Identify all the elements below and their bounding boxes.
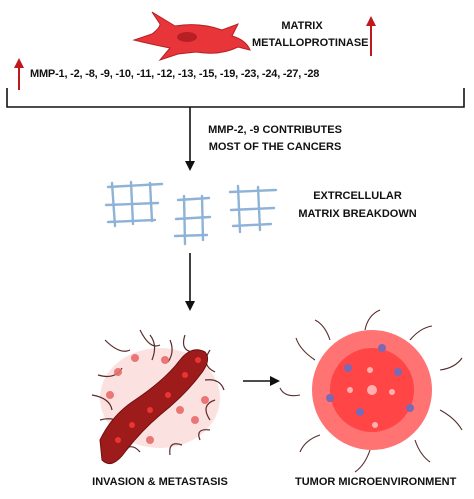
down-arrow-icon xyxy=(185,107,195,171)
down-arrow-2-icon xyxy=(185,253,195,311)
right-arrow-icon xyxy=(243,376,280,386)
upregulation-arrow-left-icon xyxy=(14,58,24,90)
invasion-label: INVASION & METASTASIS xyxy=(92,476,228,488)
ecm-line1: EXTRCELLULAR xyxy=(313,190,402,202)
ecm-grid-icon xyxy=(104,180,278,246)
enzyme-label-line2: METALLOPROTINASE xyxy=(252,37,369,49)
tumor-label: TUMOR MICROENVIRONMENT xyxy=(295,476,457,488)
fibroblast-cell-icon xyxy=(132,11,251,62)
upregulation-arrow-icon xyxy=(366,16,376,56)
tumor-microenvironment-illustration xyxy=(279,309,463,473)
contributes-line1: MMP-2, -9 CONTRIBUTES xyxy=(208,124,342,136)
invasion-metastasis-illustration xyxy=(91,329,225,465)
bracket-divider xyxy=(6,88,465,108)
ecm-line2: MATRIX BREAKDOWN xyxy=(298,208,417,220)
contributes-line2: MOST OF THE CANCERS xyxy=(208,141,342,153)
enzyme-label-line1: MATRIX xyxy=(281,20,323,32)
mmp-list: MMP-1, -2, -8, -9, -10, -11, -12, -13, -… xyxy=(30,68,320,80)
